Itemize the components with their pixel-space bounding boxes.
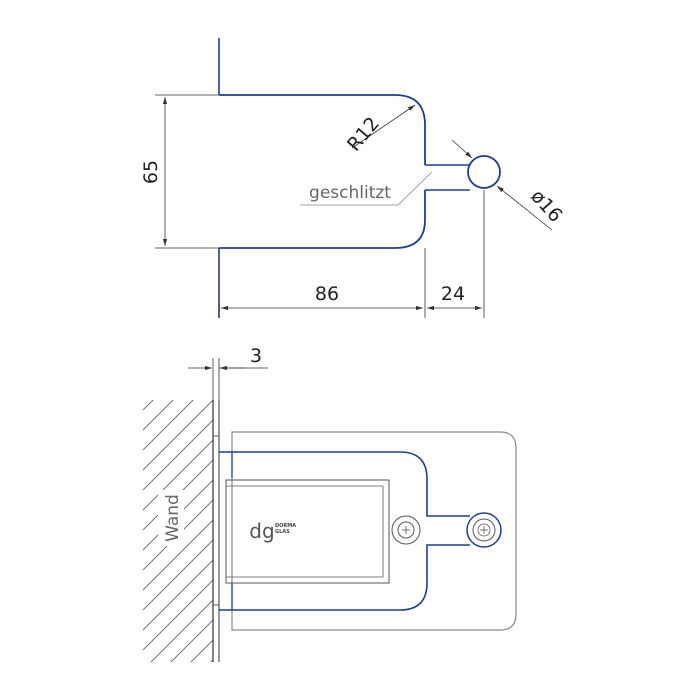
slot-note-label: geschlitzt	[309, 183, 391, 203]
slot-note-leader	[300, 171, 433, 206]
wall-plate-step	[213, 435, 219, 606]
screw-right	[466, 512, 502, 548]
hole-leader-2	[496, 185, 553, 231]
plate-outline	[219, 94, 426, 249]
dim-width-label: 86	[315, 283, 339, 305]
radius-leader	[351, 104, 416, 149]
dim-thickness-label: 3	[250, 345, 262, 367]
logo-line-2: GLAS	[275, 529, 290, 535]
slot-outline	[425, 164, 470, 191]
screw-left	[391, 515, 421, 545]
dim-extension-label: 24	[441, 283, 465, 305]
dim-radius-label: R12	[343, 113, 384, 156]
hinge-block	[225, 479, 390, 584]
wall-label-bg	[158, 490, 184, 546]
side-view: 3 Wand	[143, 345, 517, 662]
logo-line-1: DORMA	[275, 523, 296, 529]
mounting-hole	[467, 155, 501, 189]
wall-label: Wand	[163, 494, 183, 542]
dorma-glas-logo: dg DORMA GLAS	[249, 519, 296, 543]
hinge-body-outline	[219, 451, 470, 611]
top-view: 65 86 24 R12 ø16 geschlitzt	[140, 38, 567, 318]
dim-hole-label: ø16	[526, 185, 566, 226]
glass-pane-outline	[231, 431, 517, 631]
hole-leader	[451, 139, 473, 159]
dim-height-label: 65	[140, 160, 162, 184]
logo-mark: dg	[249, 519, 274, 543]
